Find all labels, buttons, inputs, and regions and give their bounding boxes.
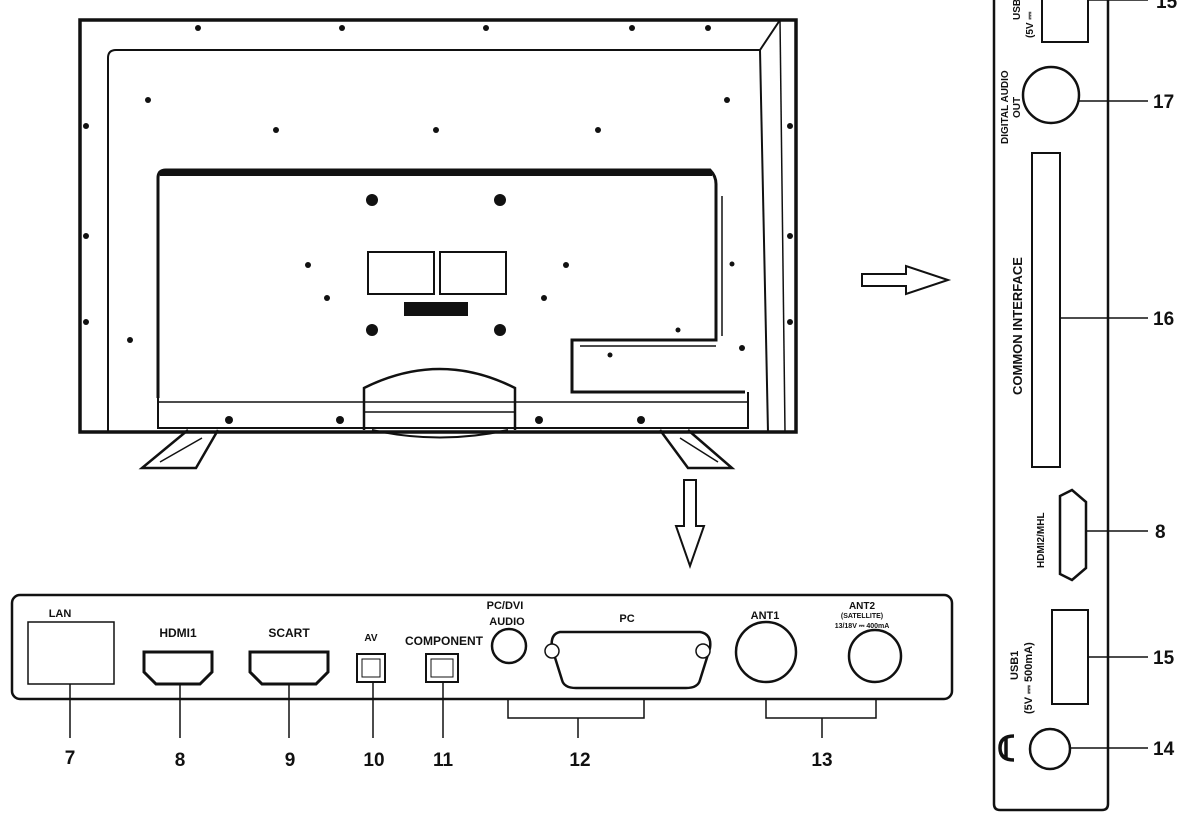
ant1-label: ANT1 xyxy=(751,610,780,622)
scart-port xyxy=(248,650,330,686)
callout-16: 16 xyxy=(1153,309,1174,330)
component-label: COMPONENT xyxy=(405,634,484,648)
lan-port xyxy=(27,621,115,685)
callout-14: 14 xyxy=(1153,739,1175,760)
usb-top-spec-label: (5V ⎓ xyxy=(1025,12,1036,38)
side-connector-panel: USB (5V ⎓ DIGITAL AUDIO OUT COMMON INTER… xyxy=(992,0,1110,812)
label-sticker xyxy=(367,251,435,295)
callout-17: 17 xyxy=(1153,92,1174,113)
hdmi2-mhl-port xyxy=(1058,488,1088,582)
av-label: AV xyxy=(364,633,377,644)
pc-dvi-audio-label-2: AUDIO xyxy=(489,616,525,628)
tv-back-view xyxy=(78,18,798,470)
callout-7: 7 xyxy=(65,748,76,769)
scart-label: SCART xyxy=(268,626,310,640)
bottom-panel-frame xyxy=(10,593,954,701)
usb1-spec-label: (5V ⎓ 500mA) xyxy=(1023,642,1035,714)
digital-audio-label: DIGITAL AUDIO xyxy=(1000,70,1011,144)
usb1-label: USB1 xyxy=(1009,651,1021,680)
label-sticker xyxy=(439,251,507,295)
lan-label: LAN xyxy=(49,608,72,620)
ant2-power-label: 13/18V ⎓ 400mA xyxy=(835,623,890,630)
tv-back-housing xyxy=(156,168,745,398)
callout-12: 12 xyxy=(569,750,590,771)
callout-13: 13 xyxy=(811,750,832,771)
hdmi2-mhl-label: HDMI2/MHL xyxy=(1036,512,1047,568)
pc-dvi-audio-port xyxy=(490,627,528,665)
tv-outer-frame xyxy=(78,18,798,434)
common-interface-label: COMMON INTERFACE xyxy=(1010,257,1025,395)
ant2-port xyxy=(847,628,903,684)
callout-8-bottom: 8 xyxy=(175,750,186,771)
pc-label: PC xyxy=(619,613,634,625)
digital-audio-out-port xyxy=(1021,65,1081,125)
ant2-satellite-label: (SATELLITE) xyxy=(841,613,883,620)
headphone-jack xyxy=(1028,727,1072,771)
headphone-icon xyxy=(998,734,1015,762)
callout-8-side: 8 xyxy=(1155,522,1166,543)
tv-screws xyxy=(83,25,793,424)
hdmi1-port xyxy=(142,650,214,686)
tv-stand-bracket xyxy=(362,367,517,430)
bottom-connector-panel: LAN HDMI1 SCART AV COMPONENT PC/DVI AUDI… xyxy=(10,593,954,701)
tv-foot-left xyxy=(138,429,220,470)
callout-11: 11 xyxy=(433,750,454,771)
arrow-right-icon xyxy=(861,264,952,296)
side-callout-lines xyxy=(1060,0,1148,749)
common-interface-slot xyxy=(1031,152,1061,468)
usb-top-port xyxy=(1041,0,1089,43)
av-port xyxy=(356,653,386,683)
callout-10: 10 xyxy=(363,750,384,771)
ant1-port xyxy=(734,620,798,684)
callout-15-top: 15 xyxy=(1156,0,1178,13)
tv-inner-panel xyxy=(107,19,781,432)
bottom-callout-lines xyxy=(69,682,877,738)
digital-audio-out-label: OUT xyxy=(1012,97,1023,118)
callout-9: 9 xyxy=(285,750,296,771)
tv-foot-right xyxy=(658,429,736,470)
pc-vga-port xyxy=(550,630,712,690)
pc-dvi-audio-label: PC/DVI xyxy=(487,600,524,612)
arrow-down-icon xyxy=(674,479,706,570)
ant2-label: ANT2 xyxy=(849,601,876,612)
usb1-port xyxy=(1051,609,1089,705)
usb-top-label: USB xyxy=(1012,0,1023,20)
hdmi1-label: HDMI1 xyxy=(159,626,197,640)
callout-15-side: 15 xyxy=(1153,648,1175,669)
